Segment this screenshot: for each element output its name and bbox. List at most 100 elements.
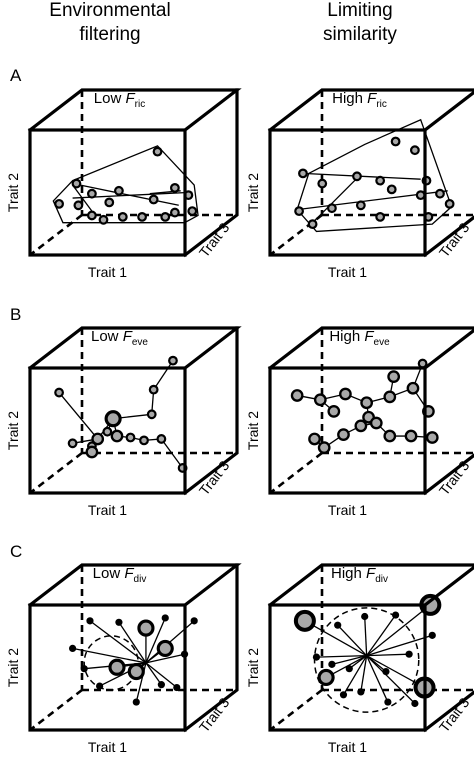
centroid-spoke — [360, 655, 368, 693]
species-point — [327, 405, 341, 418]
species-point — [406, 381, 420, 395]
species-point — [137, 619, 155, 637]
species-point — [369, 416, 383, 430]
centroid-spoke — [304, 620, 367, 657]
species-point — [169, 207, 180, 218]
cube-front-face — [268, 128, 427, 257]
species-point — [375, 175, 386, 186]
species-point — [337, 428, 350, 441]
centroid-spoke — [145, 662, 178, 689]
cube-top-face — [267, 88, 474, 133]
species-point — [152, 146, 163, 157]
centroid-spoke — [366, 653, 410, 657]
species-point — [405, 650, 413, 658]
species-point — [102, 426, 113, 437]
centroid-spoke — [366, 634, 433, 657]
axis-label-trait-3: Trait 3 — [436, 219, 473, 260]
hidden-edge-depth — [29, 688, 83, 732]
species-point — [169, 182, 180, 193]
species-point — [313, 393, 327, 407]
cube-front-face — [28, 366, 187, 495]
species-point — [156, 639, 174, 657]
cube-side-face — [182, 563, 239, 733]
hidden-edge-depth — [269, 688, 323, 732]
centroid-spoke — [145, 617, 166, 664]
species-point — [327, 203, 337, 214]
species-point — [404, 429, 418, 443]
mean-distance-circle — [313, 607, 420, 713]
axis-label-trait-2: Trait 2 — [245, 648, 261, 687]
species-point — [104, 410, 122, 428]
cube-side-face — [422, 453, 474, 496]
centroid-spoke — [366, 604, 431, 657]
species-point — [98, 214, 109, 225]
axis-label-trait-3: Trait 3 — [436, 694, 473, 735]
mst-edge — [58, 392, 99, 440]
species-point — [444, 198, 455, 209]
cube-top-face — [267, 563, 474, 608]
centroid-spoke — [366, 614, 397, 657]
panel-title: High Fric — [332, 90, 387, 110]
species-point — [137, 211, 147, 222]
species-point — [290, 389, 304, 402]
species-point — [132, 698, 140, 706]
cube-front-face — [28, 603, 187, 732]
column-header-left-line1: Environmental — [49, 0, 170, 21]
hidden-edge-depth — [269, 451, 323, 495]
species-point — [317, 178, 328, 189]
species-point — [115, 618, 123, 626]
centroid-spoke — [72, 647, 147, 664]
cube-side-face — [182, 88, 239, 258]
species-point — [114, 185, 124, 196]
species-point — [386, 184, 397, 195]
species-point — [110, 429, 124, 443]
species-point — [317, 441, 331, 455]
species-point — [86, 188, 97, 199]
axis-label-trait-2: Trait 2 — [5, 648, 21, 687]
species-point — [157, 681, 165, 689]
species-point — [334, 621, 342, 629]
species-point — [156, 434, 167, 444]
species-point — [190, 617, 198, 625]
hull-facet-line — [312, 175, 360, 224]
species-point — [425, 431, 439, 444]
mean-distance-circle — [83, 635, 139, 691]
mst-edge — [153, 360, 174, 391]
axis-label-trait-1: Trait 1 — [88, 264, 127, 280]
centroid-spoke — [364, 616, 368, 656]
centroid-spoke — [316, 655, 367, 658]
panel-title: Low Fdiv — [93, 565, 147, 585]
species-point — [69, 644, 77, 653]
axis-label-trait-1: Trait 1 — [328, 502, 367, 518]
species-point — [391, 611, 400, 619]
species-point — [345, 665, 353, 673]
panel-title: Low Fric — [94, 90, 145, 110]
centroid-spoke — [145, 653, 185, 664]
column-header-right-line1: Limiting — [327, 0, 392, 21]
axis-label-trait-1: Trait 1 — [88, 502, 127, 518]
row-letter-b: B — [10, 305, 21, 324]
species-point — [54, 387, 64, 398]
axis-label-trait-1: Trait 1 — [328, 264, 367, 280]
species-point — [294, 206, 304, 217]
hidden-edge-depth — [29, 451, 83, 495]
cube-top-face — [27, 326, 242, 371]
axis-label-trait-2: Trait 2 — [245, 411, 261, 450]
species-point — [187, 206, 198, 217]
axis-label-trait-3: Trait 3 — [196, 219, 233, 260]
species-point — [361, 612, 369, 621]
species-point — [73, 200, 84, 211]
species-point — [173, 683, 181, 692]
species-point — [86, 210, 97, 221]
axis-label-trait-2: Trait 2 — [5, 411, 21, 450]
species-point — [161, 614, 169, 622]
species-point — [148, 384, 159, 395]
species-point — [308, 432, 321, 446]
species-point — [317, 668, 335, 686]
axis-label-trait-3: Trait 3 — [196, 694, 233, 735]
axis-label-trait-1: Trait 1 — [328, 739, 367, 755]
cube-top-face — [267, 326, 474, 371]
species-point — [307, 219, 318, 230]
